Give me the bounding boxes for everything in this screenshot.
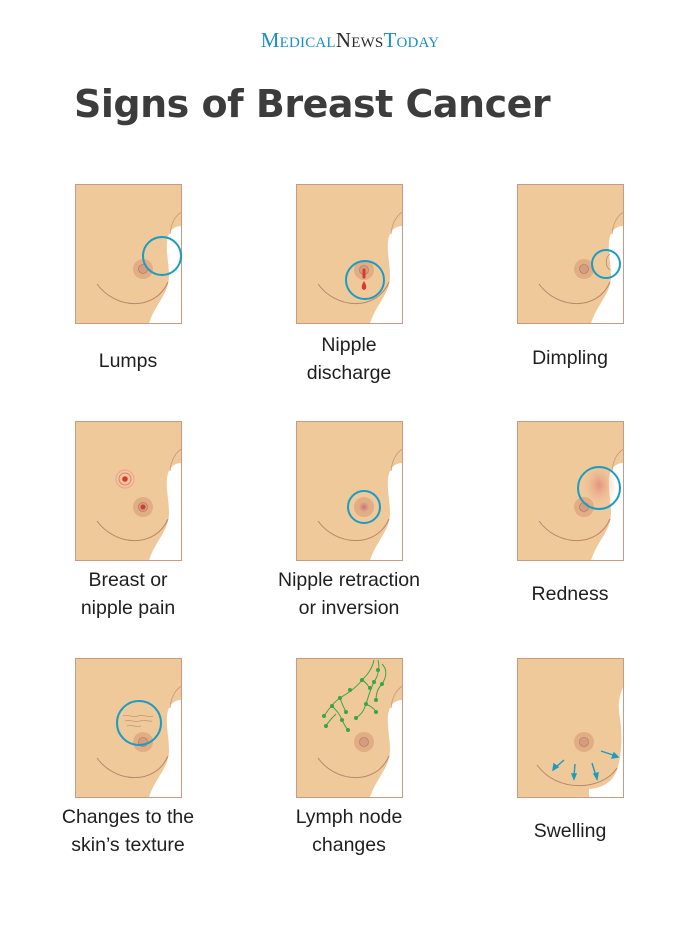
label-line1: Swelling [533, 820, 607, 842]
page-title: Signs of Breast Cancer [74, 82, 551, 126]
brand-part1-rest: EDICAL [279, 35, 336, 51]
label-line2: discharge [306, 362, 392, 384]
sign-label-dimpling: Dimpling [460, 344, 680, 372]
illustration-nipple-discharge [296, 184, 403, 324]
label-line1: Changes to the [61, 806, 195, 828]
brand-part1-cap: M [260, 28, 280, 52]
sign-label-redness: Redness [460, 580, 680, 608]
label-line1: Lumps [98, 350, 158, 372]
brand-part2-rest: EWS [351, 35, 384, 51]
label-line1: Nipple retraction [278, 569, 420, 591]
brand-part2-cap: N [335, 28, 352, 52]
brand-part3-cap: T [383, 28, 397, 52]
illustration-retraction [296, 421, 403, 561]
label-line1: Dimpling [532, 347, 608, 369]
illustration-dimpling [517, 184, 624, 324]
label-line2: or inversion [298, 597, 400, 619]
illustration-redness [517, 421, 624, 561]
sign-label-texture: Changes to the skin’s texture [18, 803, 238, 859]
sign-label-nipple-discharge: Nipple discharge [239, 331, 459, 387]
label-line2: nipple pain [80, 597, 176, 619]
brand-logo: MEDICALNEWSTODAY [0, 28, 700, 53]
label-line2: changes [312, 834, 386, 856]
label-line1: Breast or [88, 569, 168, 591]
sign-label-swelling: Swelling [460, 817, 680, 845]
label-line2: skin’s texture [71, 834, 185, 856]
label-line1: Redness [531, 583, 609, 605]
illustration-pain [75, 421, 182, 561]
illustration-swelling [517, 658, 624, 798]
brand-part3-rest: ODAY [396, 35, 440, 51]
illustration-lumps [75, 184, 182, 324]
illustration-texture [75, 658, 182, 798]
label-line1: Lymph node [295, 806, 403, 828]
sign-label-pain: Breast or nipple pain [18, 566, 238, 622]
sign-label-lumps: Lumps [18, 347, 238, 375]
sign-label-retraction: Nipple retraction or inversion [239, 566, 459, 622]
illustration-lymph [296, 658, 403, 798]
sign-label-lymph: Lymph node changes [239, 803, 459, 859]
label-line1: Nipple [321, 334, 377, 356]
